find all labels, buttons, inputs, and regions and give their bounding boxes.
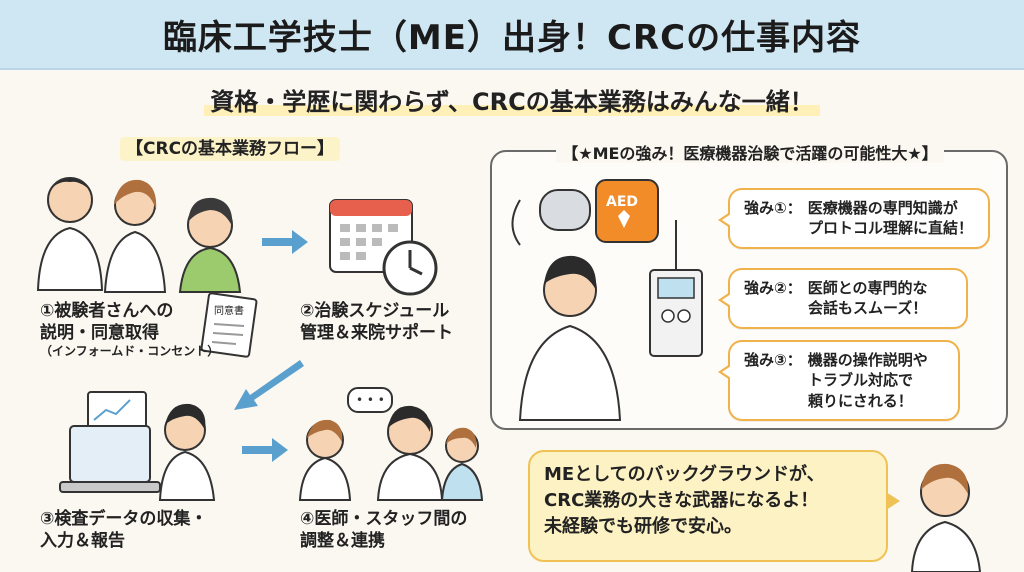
step-1-line2: 説明・同意取得 [40, 323, 159, 344]
flow-step-3: ③検査データの収集・ 入力＆報告 [40, 508, 207, 552]
staff-coordination-illustration: • • • [298, 387, 484, 501]
step-2-line1: ②治験スケジュール [300, 301, 450, 321]
subtitle: 資格・学歴に関わらず、CRCの基本業務はみんな一緒！ [0, 82, 1024, 117]
step-4-line1: ④医師・スタッフ間の [300, 509, 468, 529]
clock-icon [382, 240, 438, 296]
step-4-line2: 調整＆連携 [300, 531, 385, 552]
strength-3-tag: 強み③： [744, 351, 802, 369]
me-heading-text: 【★MEの強み！医療機器治験で活躍の可能性大★】 [556, 144, 944, 163]
strength-3-line2: トラブル対応で [808, 371, 914, 390]
flow-step-1: ①被験者さんへの 説明・同意取得 （インフォームド・コンセント） [40, 300, 219, 360]
strength-3-line3: 頼りにされる！ [808, 391, 913, 410]
flow-arrow-right-2 [242, 438, 288, 462]
step-3-line1: ③検査データの収集・ [40, 509, 208, 529]
flow-arrow-diagonal [234, 360, 304, 410]
patient-explanation-illustration [36, 177, 242, 293]
step-1-note: （インフォームド・コンセント） [40, 344, 220, 359]
strength-1-line2: プロトコル理解に直結！ [808, 219, 974, 238]
svg-text:• • •: • • • [356, 393, 385, 407]
flow-step-4: ④医師・スタッフ間の 調整＆連携 [300, 508, 467, 552]
encouragement-note: MEとしてのバックグラウンドが、 CRC業務の大きな武器になるよ！ 未経験でも研… [528, 450, 900, 562]
step-1-line1: ①被験者さんへの [40, 301, 174, 321]
note-line3: 未経験でも研修で安心。 [544, 516, 742, 538]
strength-2-line2: 会話もスムーズ！ [808, 299, 928, 318]
guide-nurse-illustration [910, 463, 982, 572]
strength-bubble-3: 強み③： 機器の操作説明や トラブル対応で 頼りにされる！ [718, 340, 960, 421]
me-heading: 【★MEの強み！医療機器治験で活躍の可能性大★】 [500, 140, 1000, 164]
strength-2-tag: 強み②： [744, 279, 802, 297]
calendar-icon [329, 199, 413, 273]
strength-bubble-2: 強み②： 医師との専門的な 会話もスムーズ！ [718, 268, 968, 329]
note-line1: MEとしてのバックグラウンドが、 [544, 464, 825, 485]
strength-bubble-1: 強み①： 医療機器の専門知識が プロトコル理解に直結！ [718, 188, 990, 249]
page-title: 臨床工学技士（ME）出身！CRCの仕事内容 [162, 17, 862, 58]
subtitle-text: 資格・学歴に関わらず、CRCの基本業務はみんな一緒！ [204, 88, 820, 116]
step-2-line2: 管理＆来院サポート [300, 323, 453, 344]
strength-1-tag: 強み①： [744, 199, 802, 217]
flow-heading: 【CRCの基本業務フロー】 [120, 134, 341, 161]
flow-heading-text: 【CRCの基本業務フロー】 [120, 137, 341, 161]
title-banner: 臨床工学技士（ME）出身！CRCの仕事内容 [0, 0, 1024, 70]
strength-1-line1: 医療機器の専門知識が [807, 199, 958, 217]
flow-step-2: ②治験スケジュール 管理＆来院サポート [300, 300, 453, 344]
data-entry-illustration [59, 391, 216, 501]
strength-2-line1: 医師との専門的な [807, 279, 928, 297]
strength-3-line1: 機器の操作説明や [807, 351, 928, 369]
note-line2: CRC業務の大きな武器になるよ！ [544, 490, 819, 512]
step-3-line2: 入力＆報告 [40, 531, 125, 552]
flow-arrow-right-1 [262, 230, 308, 254]
